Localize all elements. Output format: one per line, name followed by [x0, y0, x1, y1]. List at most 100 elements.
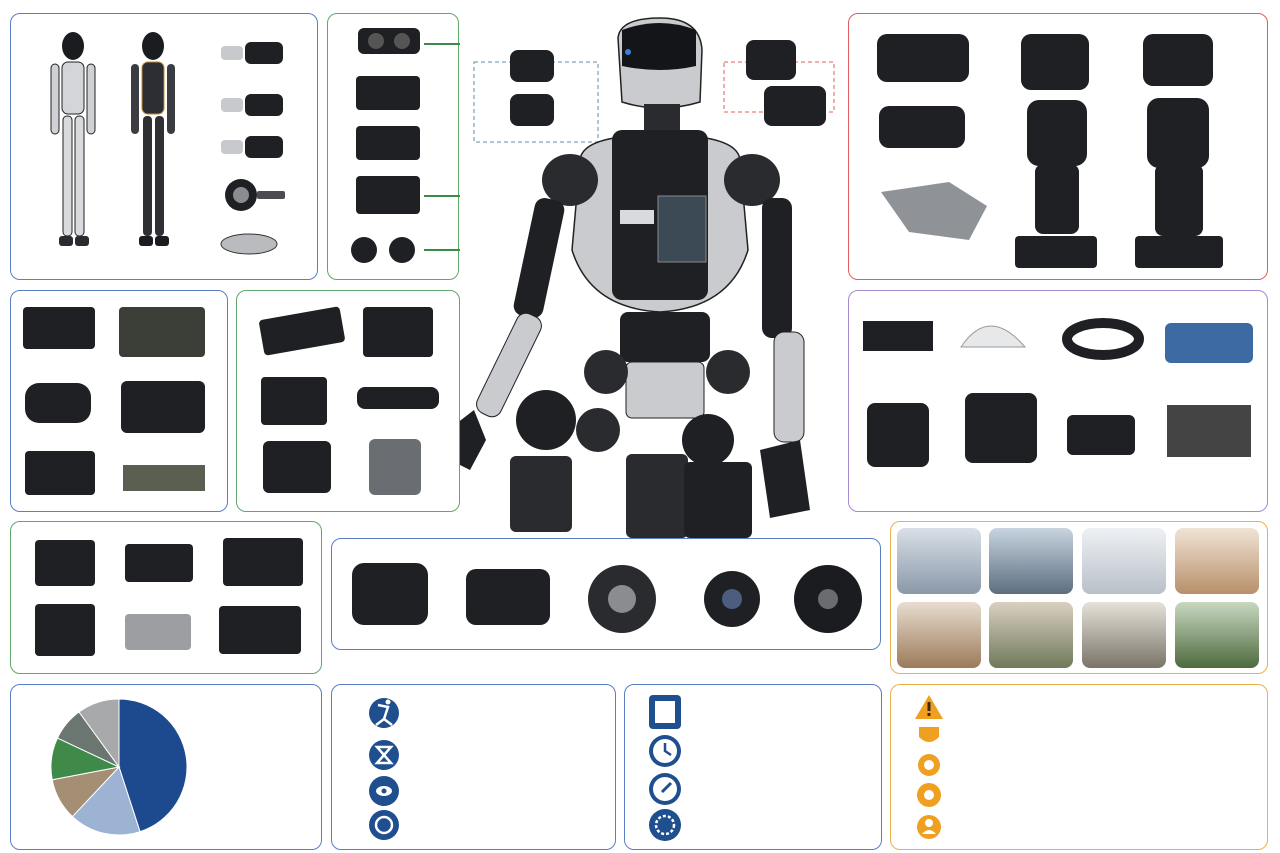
leg-segment-icon [1027, 100, 1087, 166]
robot-hand-icon [881, 182, 987, 240]
hourglass-icon [369, 740, 399, 770]
panel-safety-icons [890, 684, 1268, 850]
control-board-icon [23, 307, 95, 349]
control-unit-icon [125, 544, 193, 582]
robot-foot-icon [1015, 236, 1097, 268]
servo-motor-icon [352, 563, 428, 625]
controller-box-icon [261, 377, 327, 425]
module-box-icon [356, 176, 420, 214]
compass-icon [649, 773, 681, 805]
shield-icon [919, 727, 939, 742]
running-person-icon [369, 698, 399, 728]
scene-photo [1082, 528, 1166, 594]
drive-unit-parts [352, 563, 862, 633]
compute-module-icon [119, 307, 205, 357]
circuit-board-icon [123, 465, 205, 491]
panel-control-units [10, 521, 322, 674]
helmet-shell-icon [960, 325, 1027, 348]
joint-actuator-icon [510, 50, 554, 82]
mount-bracket-icon [965, 393, 1037, 463]
panel-electronics-a [10, 290, 228, 512]
sphere-sensor-icon [351, 237, 377, 263]
scene-photo [897, 602, 981, 668]
joint-actuator-icon [877, 34, 969, 82]
scene-photo [897, 528, 981, 594]
stereo-camera-icon [358, 28, 420, 54]
control-unit-icon [125, 614, 191, 650]
panel-drive-units [331, 538, 881, 650]
module-box-icon [356, 76, 420, 110]
joint-actuator-icon [746, 40, 796, 80]
panel-application-scenes [890, 521, 1268, 674]
scene-photo [1175, 528, 1259, 594]
enclosure-icon [1067, 415, 1135, 455]
electronics-parts-a [23, 307, 205, 495]
humanoid-front-icon [50, 32, 96, 246]
battery-pack-icon [121, 381, 205, 433]
control-unit-icon [35, 604, 95, 656]
connector-module-icon [1165, 323, 1253, 363]
panel-sensors [327, 13, 460, 280]
capability-icons-b [649, 695, 681, 841]
actuator-column [220, 42, 285, 255]
panel-joint-modules [848, 13, 1268, 280]
pie-slice [118, 698, 188, 833]
display-module-icon [263, 441, 331, 493]
scene-photo [989, 602, 1073, 668]
robot-foot-icon [1135, 236, 1223, 268]
scene-photo [989, 528, 1073, 594]
central-robot [430, 10, 850, 538]
joint-actuator-icon [510, 94, 554, 126]
pie-slice [71, 766, 141, 836]
power-box-icon [363, 307, 433, 357]
panel-accessories [848, 290, 1268, 512]
accessory-parts [863, 318, 1253, 467]
test-rig-icon [1167, 405, 1251, 457]
humanoid-figures [50, 32, 285, 255]
control-unit-parts [35, 538, 303, 656]
battery-cell-icon [259, 306, 345, 356]
joint-actuator-icon [764, 86, 826, 126]
robot-right-arm-icon [760, 198, 810, 518]
pie-chart [50, 698, 188, 836]
scene-photo [1175, 602, 1259, 668]
panel-pie-chart [10, 684, 322, 850]
control-unit-icon [223, 538, 303, 586]
housing-box-icon [867, 403, 929, 467]
leg-segment-icon [1035, 164, 1079, 234]
control-unit-icon [219, 606, 301, 654]
joint-actuator-icon [1021, 34, 1089, 90]
panel-capability-icons-a [331, 684, 616, 850]
eye-shield-icon [369, 776, 399, 806]
motor-icon [25, 383, 91, 423]
scene-photo [1082, 602, 1166, 668]
servo-motor-icon [466, 569, 550, 625]
humanoid-internal-icon [131, 32, 175, 246]
sphere-sensor-icon [389, 237, 415, 263]
joint-module-parts [877, 34, 1223, 268]
linkage-rod-icon [357, 387, 439, 409]
sensor-parts [351, 28, 460, 263]
gear-icon [649, 809, 681, 841]
robot-illustration [448, 17, 835, 538]
panel-humanoid-overview [10, 13, 318, 280]
bracket-frame-icon [863, 321, 933, 351]
panel-capability-icons-b [624, 684, 882, 850]
safety-icons [915, 695, 943, 839]
capability-icons-a [369, 698, 399, 840]
electronics-parts-b [259, 306, 439, 495]
sensor-box-icon [369, 439, 421, 495]
rotation-icon [369, 810, 399, 840]
control-unit-icon [35, 540, 95, 586]
pie-slice [78, 698, 120, 769]
clipboard-icon [649, 695, 681, 729]
joint-actuator-icon [1143, 34, 1213, 86]
module-box-icon [356, 126, 420, 160]
clock-icon [649, 735, 681, 767]
cable-coil-icon [1062, 318, 1144, 360]
panel-electronics-b [236, 290, 460, 512]
joint-actuator-icon [879, 106, 965, 148]
leg-segment-icon [1147, 98, 1209, 168]
power-module-icon [25, 451, 95, 495]
